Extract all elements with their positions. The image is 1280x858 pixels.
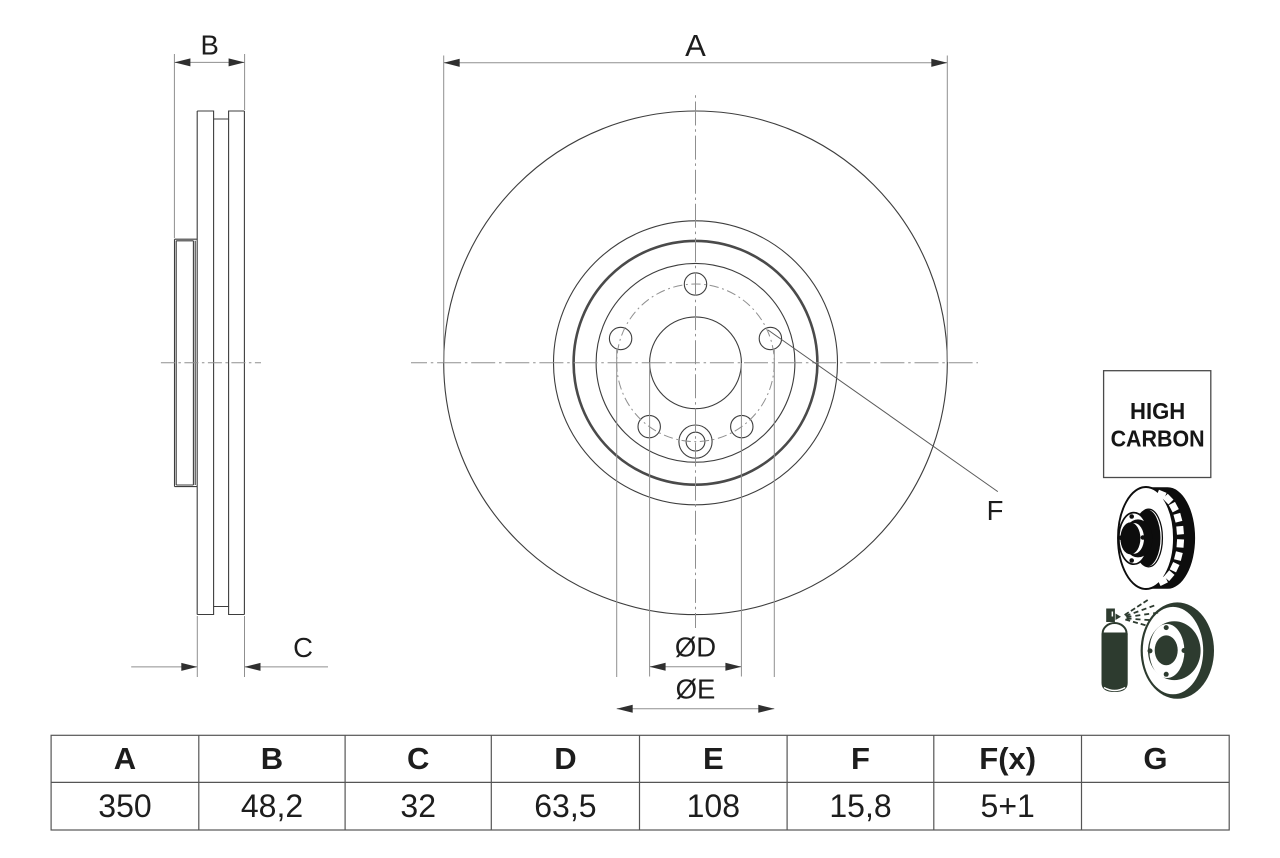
svg-text:F(x): F(x)	[979, 741, 1036, 776]
svg-text:B: B	[201, 29, 219, 60]
svg-text:63,5: 63,5	[534, 788, 596, 824]
svg-text:CARBON: CARBON	[1111, 426, 1205, 452]
svg-text:15,8: 15,8	[829, 788, 891, 824]
svg-text:D: D	[554, 741, 576, 776]
svg-text:B: B	[261, 741, 283, 776]
svg-text:5+1: 5+1	[981, 788, 1035, 824]
svg-text:A: A	[685, 28, 706, 63]
svg-text:350: 350	[98, 788, 151, 824]
svg-text:ØD: ØD	[675, 631, 716, 662]
svg-text:F: F	[987, 495, 1004, 526]
svg-text:E: E	[703, 741, 724, 776]
svg-text:108: 108	[687, 788, 740, 824]
svg-text:C: C	[293, 632, 313, 663]
svg-text:G: G	[1143, 741, 1167, 776]
svg-text:C: C	[407, 741, 429, 776]
svg-text:ØE: ØE	[676, 673, 716, 704]
svg-text:HIGH: HIGH	[1130, 398, 1185, 424]
svg-text:32: 32	[400, 788, 436, 824]
svg-text:A: A	[114, 741, 136, 776]
svg-text:F: F	[851, 741, 870, 776]
svg-text:48,2: 48,2	[241, 788, 303, 824]
